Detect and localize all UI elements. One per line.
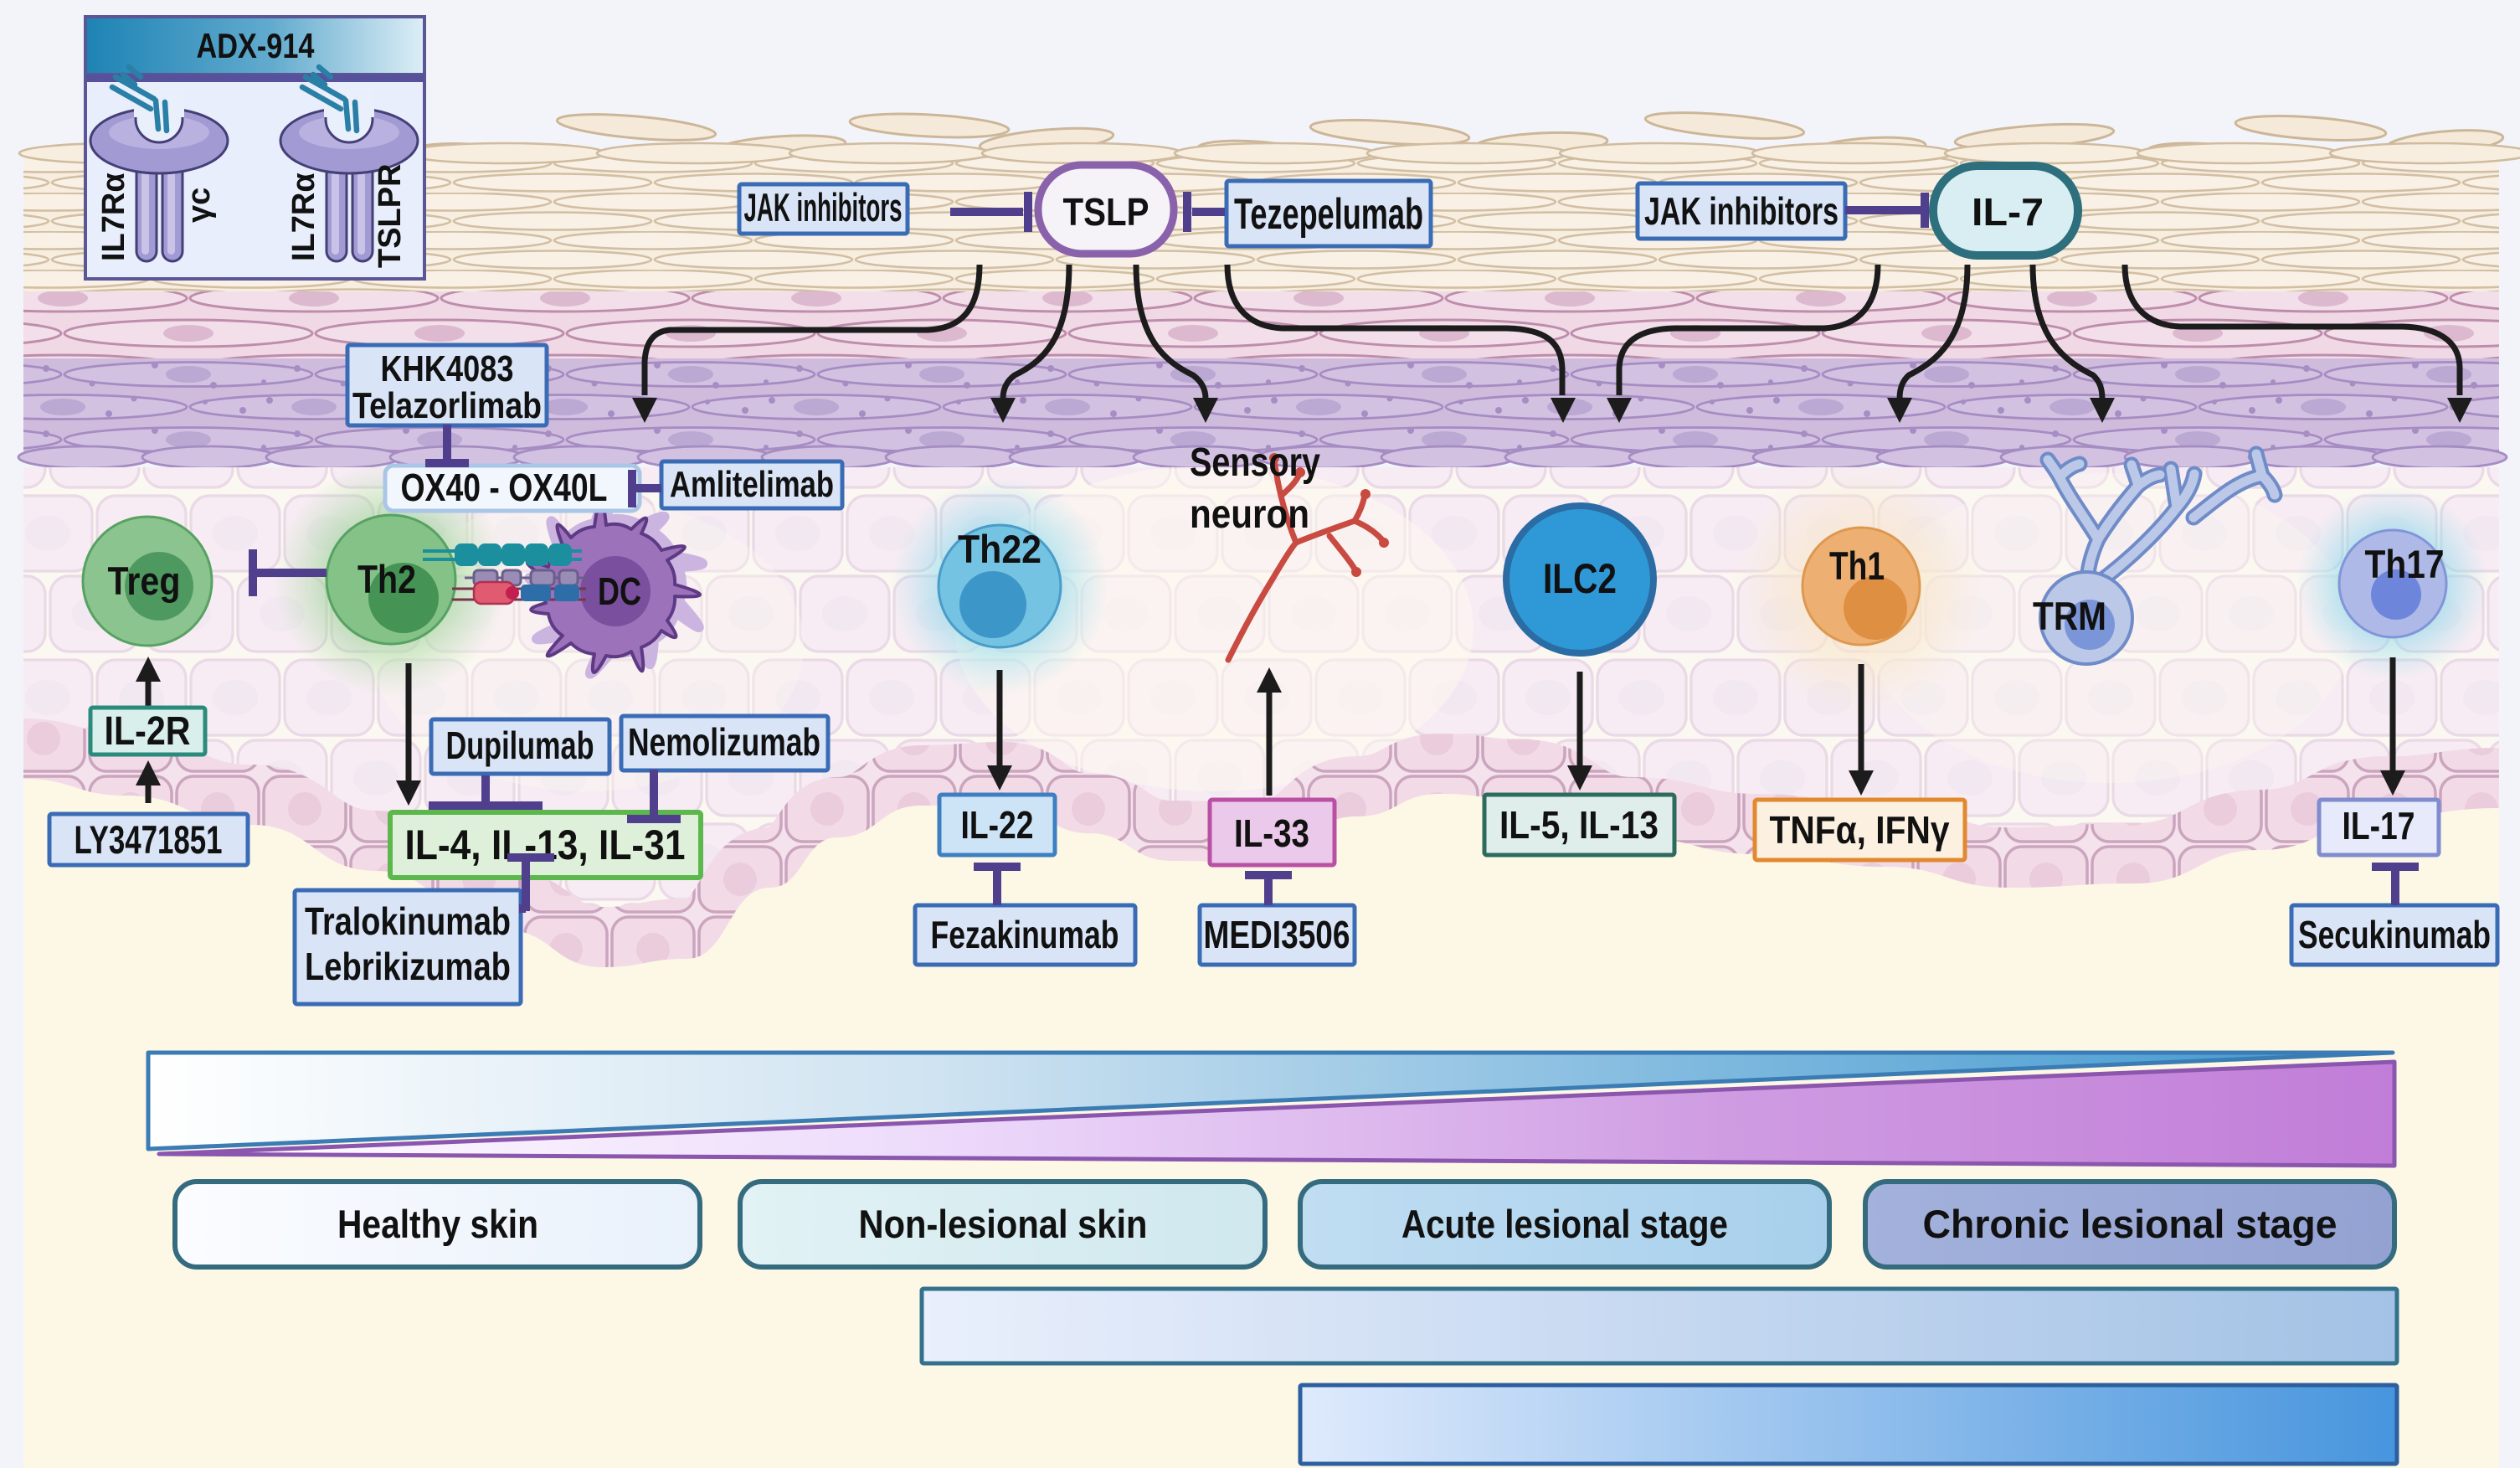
svg-text:IL-7: IL-7	[1972, 190, 2044, 234]
svg-text:Amlitelimab: Amlitelimab	[670, 464, 834, 505]
svg-text:Tezepelumab: Tezepelumab	[1234, 190, 1423, 239]
svg-text:ADX-914: ADX-914	[197, 26, 316, 65]
svg-text:Acute lesional stage: Acute lesional stage	[1401, 1202, 1728, 1246]
svg-text:Th2: Th2	[357, 557, 416, 601]
svg-text:neuron: neuron	[1190, 492, 1309, 537]
svg-text:DC: DC	[598, 569, 641, 613]
svg-text:IL-22: IL-22	[961, 803, 1034, 847]
svg-text:Healthy skin: Healthy skin	[337, 1202, 538, 1246]
svg-text:Th22: Th22	[958, 527, 1041, 571]
svg-text:γc: γc	[182, 188, 217, 223]
svg-text:IL-17: IL-17	[2343, 804, 2415, 847]
svg-text:JAK inhibitors: JAK inhibitors	[1644, 189, 1839, 233]
svg-text:Fezakinumab: Fezakinumab	[931, 913, 1119, 956]
svg-text:Th1: Th1	[1829, 543, 1885, 588]
svg-text:Sensory: Sensory	[1190, 440, 1320, 485]
svg-text:Dupilumab: Dupilumab	[446, 724, 594, 767]
svg-text:Treg: Treg	[108, 559, 181, 603]
svg-text:Th17: Th17	[2365, 542, 2445, 586]
svg-text:IL-33: IL-33	[1234, 811, 1309, 855]
svg-text:ILC2: ILC2	[1543, 555, 1617, 602]
svg-text:IL-5, IL-13: IL-5, IL-13	[1499, 803, 1659, 847]
svg-text:MEDI3506: MEDI3506	[1204, 913, 1350, 956]
svg-text:IL-2R: IL-2R	[105, 709, 191, 754]
svg-text:TSLPR: TSLPR	[373, 163, 408, 268]
svg-text:Tralokinumab: Tralokinumab	[305, 899, 511, 943]
svg-text:IL7Rα: IL7Rα	[96, 173, 131, 261]
svg-text:JAK inhibitors: JAK inhibitors	[744, 185, 903, 229]
svg-text:TNFα, IFNγ: TNFα, IFNγ	[1770, 808, 1950, 852]
svg-text:LY3471851: LY3471851	[75, 817, 223, 862]
svg-text:Telazorlimab: Telazorlimab	[352, 385, 542, 426]
svg-text:Secukinumab: Secukinumab	[2298, 913, 2491, 956]
svg-text:KHK4083: KHK4083	[381, 348, 514, 389]
svg-text:Non-lesional skin: Non-lesional skin	[859, 1202, 1148, 1246]
svg-text:Lebrikizumab: Lebrikizumab	[305, 945, 511, 988]
svg-text:Chronic lesional stage: Chronic lesional stage	[1923, 1202, 2337, 1246]
svg-text:TRM: TRM	[2033, 594, 2106, 638]
svg-text:IL7Rα: IL7Rα	[286, 173, 321, 261]
svg-text:TSLP: TSLP	[1063, 190, 1149, 234]
svg-text:OX40 - OX40L: OX40 - OX40L	[401, 466, 608, 509]
svg-text:Nemolizumab: Nemolizumab	[628, 720, 820, 764]
